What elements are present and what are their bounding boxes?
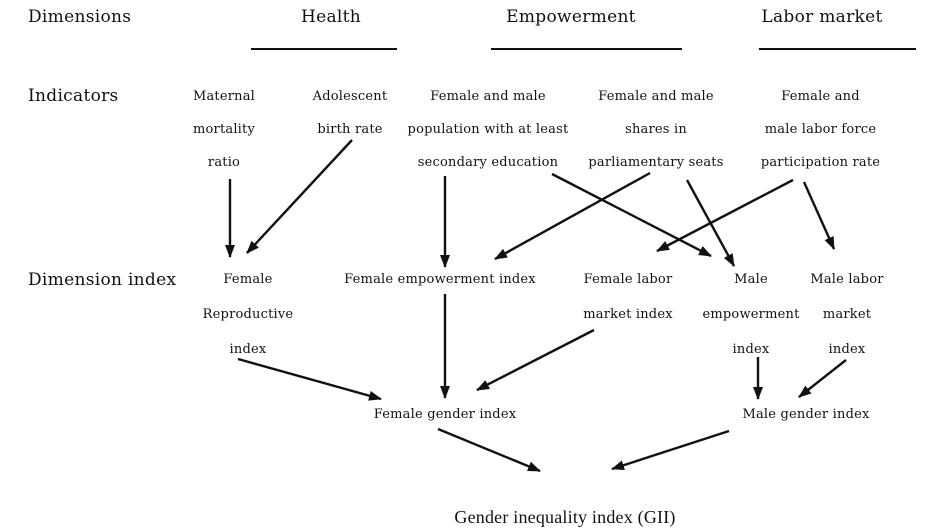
- row-label-dimension-index: Dimension index: [28, 270, 177, 290]
- arrow-labor-force-participation-to-female-labor-market-index: [656, 178, 794, 253]
- arrow-secondary-education-to-male-empowerment-index: [551, 172, 712, 258]
- index-male-empowerment: Male empowerment index: [702, 272, 800, 357]
- indicator-maternal-mortality-ratio: Maternal mortality ratio: [192, 89, 256, 170]
- female-gender-index: Female gender index: [373, 407, 517, 422]
- arrow-labor-force-participation-to-male-labor-market-index: [802, 181, 836, 250]
- indicator-labor-force-participation: Female and male labor force participatio…: [760, 89, 881, 170]
- arrow-parliamentary-seats-to-female-empowerment-index: [494, 171, 651, 261]
- index-female-empowerment: Female empowerment index: [344, 272, 536, 287]
- row-label-dimensions: Dimensions: [28, 7, 132, 27]
- labor-market-underline: [759, 48, 916, 50]
- arrow-parliamentary-seats-to-male-empowerment-index: [685, 179, 736, 267]
- arrow-male-gender-index-to-gii: [611, 429, 730, 471]
- health-underline: [251, 48, 397, 50]
- empowerment-underline: [491, 48, 682, 50]
- dimension-empowerment: Empowerment: [506, 7, 636, 27]
- dimension-health: Health: [300, 7, 362, 27]
- index-female-labor-market: Female labor market index: [583, 272, 673, 322]
- arrow-female-labor-market-index-to-female-gender-index: [476, 328, 595, 392]
- indicator-parliamentary-seats: Female and male shares in parliamentary …: [588, 89, 724, 170]
- row-label-indicators: Indicators: [28, 86, 119, 106]
- arrow-female-gender-index-to-gii: [437, 427, 541, 473]
- index-female-reproductive: Female Reproductive index: [202, 272, 294, 357]
- index-male-labor-market: Male labor market index: [810, 272, 884, 357]
- indicator-secondary-education: Female and male population with at least…: [407, 89, 569, 170]
- dimension-labor-market: Labor market: [761, 7, 883, 27]
- gender-inequality-index: Gender inequality index (GII): [454, 507, 676, 527]
- indicator-adolescent-birth-rate: Adolescent birth rate: [312, 89, 388, 137]
- male-gender-index: Male gender index: [742, 407, 870, 422]
